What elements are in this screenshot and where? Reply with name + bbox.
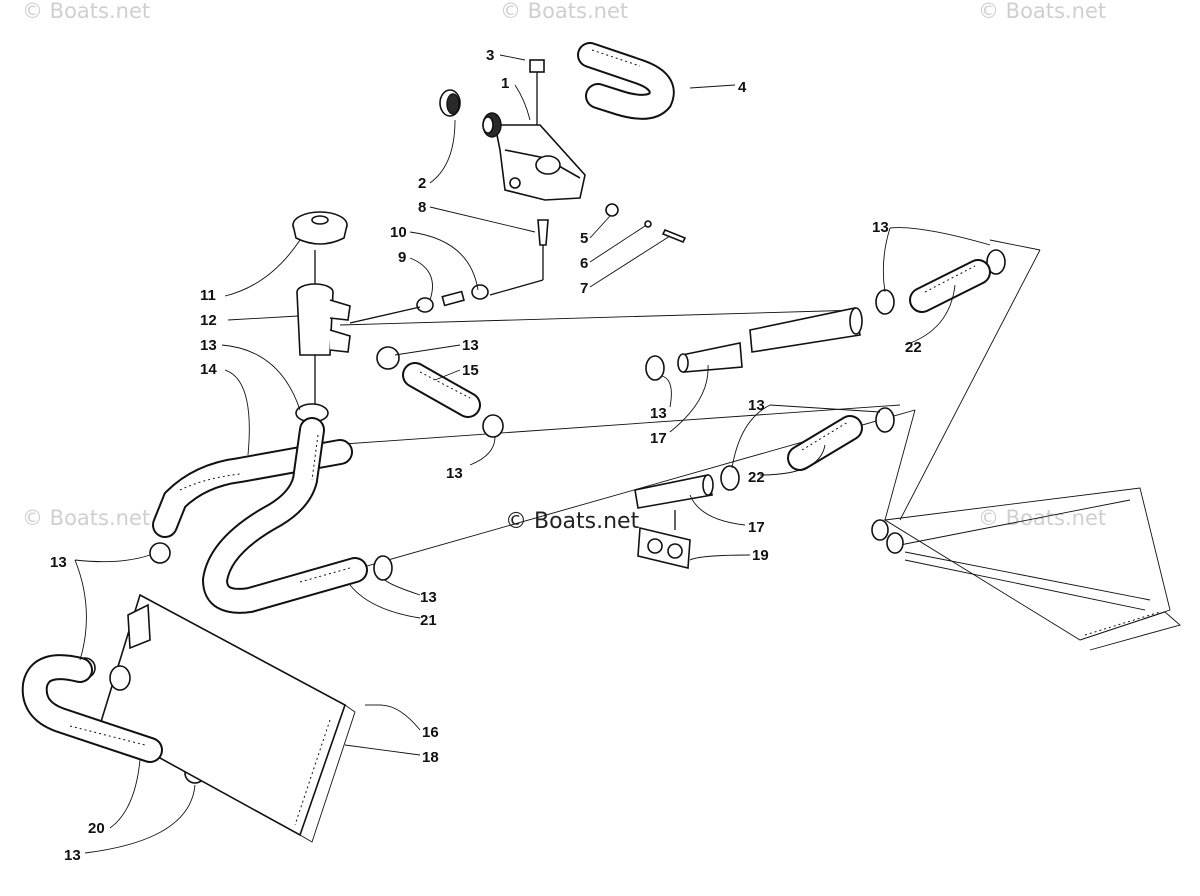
hose-22-lower <box>787 415 863 471</box>
callout-6: 6 <box>580 255 588 272</box>
thermostat-housing <box>482 112 586 201</box>
callout-13-under-15: 13 <box>446 465 463 482</box>
callout-5: 5 <box>580 230 588 247</box>
callout-1: 1 <box>501 75 509 92</box>
callout-13-bottom: 13 <box>64 847 81 864</box>
callout-22-lower: 22 <box>748 469 765 486</box>
callout-8: 8 <box>418 199 426 216</box>
callout-18: 18 <box>422 749 439 766</box>
callout-13-lower-mid: 13 <box>420 589 437 606</box>
callout-2: 2 <box>418 175 426 192</box>
hose-21 <box>201 417 368 614</box>
callout-17-upper: 17 <box>650 430 667 447</box>
mount-hardware <box>605 203 687 244</box>
thermostat <box>439 89 461 117</box>
clamps-row-upper <box>295 249 1006 438</box>
hose-22-upper <box>909 259 991 313</box>
hose-14 <box>152 439 353 538</box>
callout-16: 16 <box>422 724 439 741</box>
bypass-hose <box>577 42 675 120</box>
callout-14: 14 <box>200 361 217 378</box>
callout-13-near-17: 13 <box>650 405 667 422</box>
tube-bracket <box>637 510 691 569</box>
callout-11: 11 <box>200 287 216 304</box>
leader-lines <box>74 54 991 854</box>
radiator-cap <box>292 211 348 285</box>
watermark-top-center: © Boats.net <box>500 0 628 23</box>
tube-17-upper <box>677 307 863 373</box>
nipple-fitting <box>489 219 549 296</box>
filler-neck <box>296 283 351 405</box>
hose-20 <box>21 654 163 763</box>
watermark-center: © Boats.net <box>505 509 640 534</box>
callout-21: 21 <box>420 612 437 629</box>
callout-22-upper: 22 <box>905 339 922 356</box>
hose-15 <box>402 362 481 418</box>
callout-13-left: 13 <box>50 554 67 571</box>
callout-labels: 3 1 4 2 8 10 9 5 6 7 11 12 13 14 13 22 1… <box>50 47 922 864</box>
callout-10: 10 <box>390 224 407 241</box>
callout-20: 20 <box>88 820 105 837</box>
callout-13-mid-clamp: 13 <box>462 337 479 354</box>
vent-hose-assembly <box>349 284 489 324</box>
callout-17-lower: 17 <box>748 519 765 536</box>
watermark-mid-left: © Boats.net <box>22 506 150 530</box>
bleed-fitting <box>529 59 545 125</box>
callout-7: 7 <box>580 280 588 297</box>
watermark-top-right: © Boats.net <box>978 0 1106 23</box>
callout-12: 12 <box>200 312 217 329</box>
callout-3: 3 <box>486 47 494 64</box>
radiator <box>99 593 380 843</box>
callout-13-top-right: 13 <box>872 219 889 236</box>
callout-4: 4 <box>738 79 747 96</box>
callout-13-mid-right: 13 <box>748 397 765 414</box>
watermark-top-left: © Boats.net <box>22 0 150 23</box>
callout-13-upper-left: 13 <box>200 337 217 354</box>
callout-19: 19 <box>752 547 769 564</box>
callout-15: 15 <box>462 362 479 379</box>
callout-9: 9 <box>398 249 406 266</box>
heat-exchanger <box>871 487 1181 651</box>
tube-17-lower <box>634 474 714 509</box>
